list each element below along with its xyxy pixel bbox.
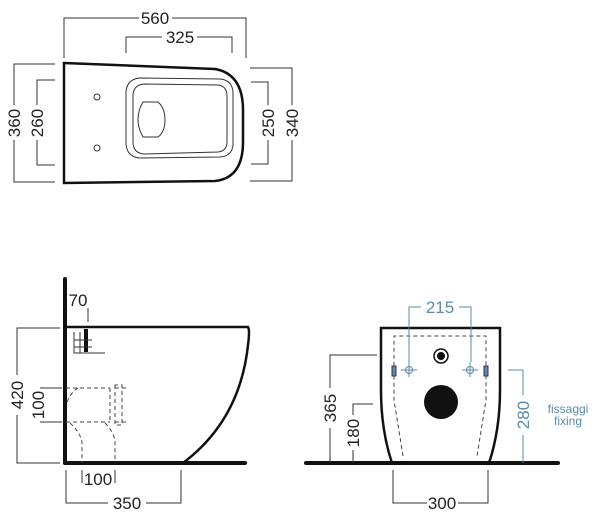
dim-line-560 bbox=[63, 17, 247, 58]
dim-line-350 bbox=[65, 470, 182, 504]
fixing-bracket-lines bbox=[73, 332, 105, 354]
dim-line-180 bbox=[352, 403, 373, 463]
waste-outlet bbox=[424, 385, 458, 419]
dim-100-horizontal: 100 bbox=[84, 470, 112, 489]
note-fissaggi: fissaggi bbox=[548, 402, 589, 416]
front-view-outline bbox=[379, 326, 502, 464]
dim-340: 340 bbox=[283, 109, 302, 137]
top-view-outline bbox=[62, 61, 245, 185]
fixing-hole-bottom bbox=[93, 144, 101, 152]
dim-365: 365 bbox=[321, 394, 340, 422]
fixing-hole-top bbox=[93, 93, 101, 101]
dim-line-325 bbox=[125, 36, 233, 53]
side-view-outline bbox=[65, 325, 251, 464]
dim-line-215 bbox=[408, 306, 472, 362]
water-inlet-ring bbox=[433, 348, 449, 364]
dim-line-100-horizontal bbox=[81, 470, 116, 483]
fixing-bar-left bbox=[391, 365, 397, 377]
fixing-cross-left-lines bbox=[401, 362, 417, 377]
dim-line-260 bbox=[36, 79, 55, 166]
dim-line-365 bbox=[329, 354, 377, 463]
front-view: 215 365 180 280 fissaggi fixing 300 bbox=[304, 298, 589, 513]
dim-line-420 bbox=[16, 327, 60, 464]
dim-line-360 bbox=[13, 63, 55, 183]
side-view: 70 420 100 100 350 bbox=[8, 277, 251, 513]
dim-line-340 bbox=[250, 67, 293, 182]
dim-300: 300 bbox=[428, 494, 456, 513]
dim-360: 360 bbox=[5, 109, 24, 137]
outlet-pipe-hidden bbox=[66, 384, 128, 463]
dim-560: 560 bbox=[141, 9, 169, 28]
dim-260: 260 bbox=[28, 109, 47, 137]
dim-350: 350 bbox=[113, 494, 141, 513]
dim-250: 250 bbox=[259, 109, 278, 137]
dim-215: 215 bbox=[426, 298, 454, 317]
dim-line-250 bbox=[251, 81, 269, 165]
fixing-points bbox=[391, 362, 489, 377]
fixing-cross-right-lines bbox=[462, 362, 478, 377]
note-fixing: fixing bbox=[554, 414, 582, 428]
dim-70: 70 bbox=[69, 291, 88, 310]
dim-420: 420 bbox=[8, 381, 27, 409]
dim-line-300 bbox=[392, 470, 489, 504]
dim-line-100-vertical bbox=[40, 387, 62, 423]
fixing-bar-right bbox=[483, 365, 489, 377]
bowl-outlet bbox=[137, 101, 166, 138]
bowl-rim-inner bbox=[132, 83, 228, 155]
bowl-rim-outer bbox=[125, 77, 234, 159]
dim-100-vertical: 100 bbox=[29, 391, 48, 419]
water-inlet bbox=[437, 352, 445, 360]
dim-325: 325 bbox=[166, 28, 194, 47]
dim-180: 180 bbox=[344, 419, 363, 447]
dim-280: 280 bbox=[514, 401, 533, 429]
top-view: 560 325 360 260 250 340 bbox=[5, 9, 302, 185]
dim-line-280 bbox=[508, 369, 524, 463]
